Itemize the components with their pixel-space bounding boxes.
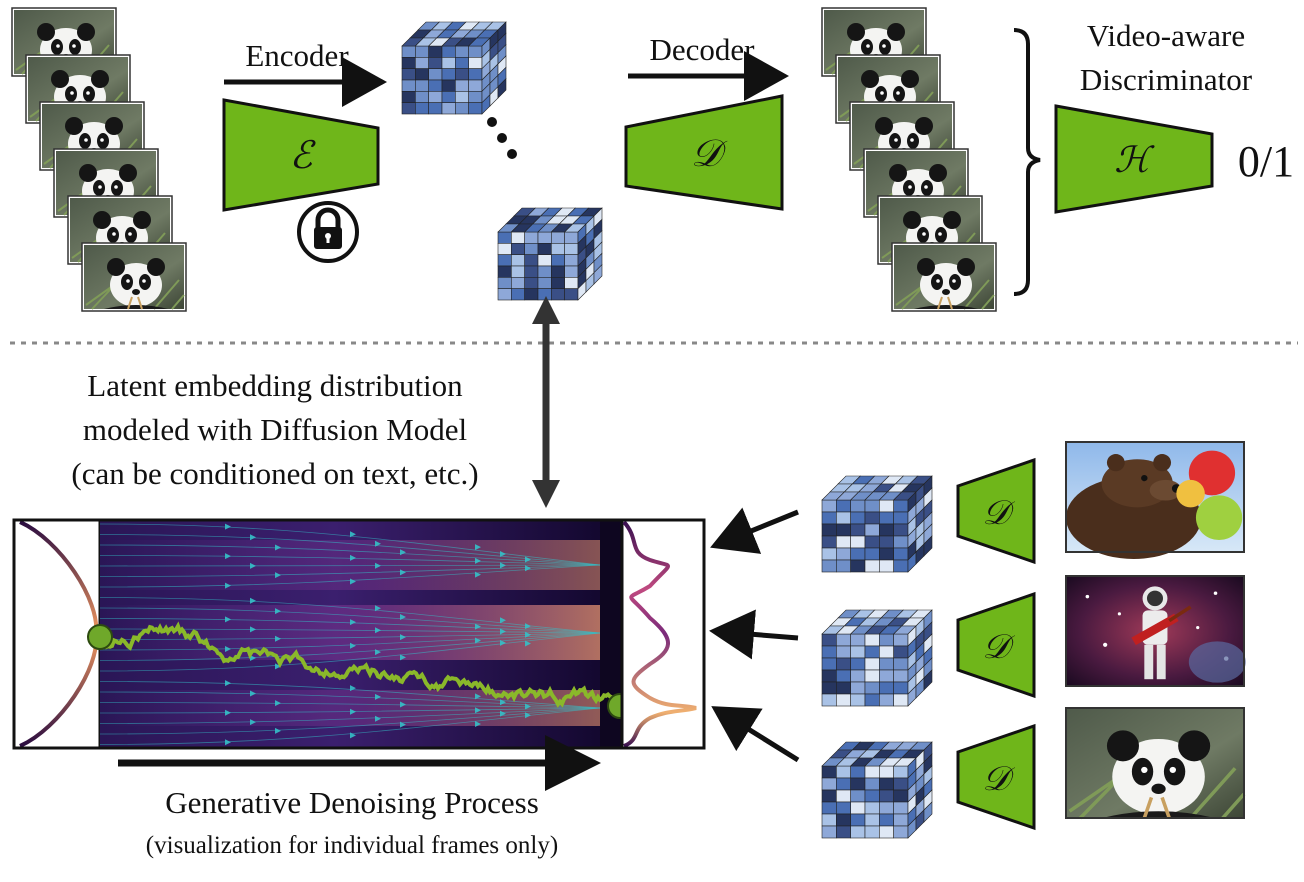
streamline bbox=[99, 607, 601, 634]
diffusion-visualization bbox=[12, 518, 706, 750]
streamline bbox=[99, 618, 601, 634]
reconstructed-frame bbox=[891, 242, 997, 312]
streamline bbox=[99, 555, 601, 566]
data-distribution-curve bbox=[622, 520, 697, 748]
streamline bbox=[99, 523, 601, 566]
latent-description-line3: (can be conditioned on text, etc.) bbox=[71, 456, 478, 491]
flow-streamlines bbox=[99, 523, 601, 746]
decoder-label: Decoder bbox=[650, 32, 756, 67]
sample-row-bear-with-balloons: 𝒟 bbox=[710, 441, 1245, 573]
sample-latent-cube bbox=[821, 741, 933, 839]
latent-double-arrow bbox=[532, 296, 560, 508]
reconstructed-video-frames bbox=[821, 7, 997, 312]
lock-icon bbox=[297, 201, 359, 263]
sample-decoder: 𝒟 bbox=[956, 591, 1036, 699]
streamline bbox=[99, 632, 601, 651]
process-title: Generative Denoising Process bbox=[165, 785, 539, 820]
sample-decoder: 𝒟 bbox=[956, 457, 1036, 565]
ellipsis-dots bbox=[487, 117, 517, 159]
discriminator-output: 0/1 bbox=[1238, 137, 1294, 186]
streamline bbox=[99, 707, 601, 735]
latent-description-line2: modeled with Diffusion Model bbox=[83, 412, 467, 447]
sample-latent-cube bbox=[821, 609, 933, 707]
encoder-network: ℰ bbox=[222, 98, 380, 212]
decoder-network: 𝒟 bbox=[624, 94, 784, 211]
latent-cube-top bbox=[401, 21, 507, 115]
discriminator-network: ℋ bbox=[1054, 104, 1214, 214]
sample-row-astronaut-with-guitar: 𝒟 bbox=[709, 576, 1246, 707]
process-subtitle: (visualization for individual frames onl… bbox=[146, 832, 558, 859]
latent-description-line1: Latent embedding distribution bbox=[87, 368, 463, 403]
sample-latent-cube bbox=[821, 475, 933, 573]
sample-image-panda-eating-bamboo bbox=[1064, 706, 1246, 820]
latent-cube-bottom bbox=[497, 207, 603, 301]
streamline bbox=[99, 544, 601, 566]
discriminator-label-line2: Discriminator bbox=[1080, 62, 1253, 97]
streamline bbox=[99, 707, 601, 724]
sample-row-panda-eating-bamboo: 𝒟 bbox=[711, 706, 1246, 839]
streamline bbox=[99, 564, 601, 567]
input-video-frames bbox=[11, 7, 187, 312]
input-frame bbox=[81, 242, 187, 312]
discriminator-symbol: ℋ bbox=[1114, 140, 1155, 181]
sample-image-astronaut-with-guitar bbox=[1066, 576, 1246, 686]
sample-decoder: 𝒟 bbox=[956, 723, 1036, 831]
streamline bbox=[99, 691, 601, 709]
streamline bbox=[99, 564, 601, 588]
trajectory-start-point bbox=[87, 624, 113, 650]
streamline bbox=[99, 632, 601, 672]
sample-rows: 𝒟𝒟𝒟 bbox=[709, 441, 1246, 839]
denoising-trajectory bbox=[98, 621, 622, 708]
frames-bracket bbox=[1013, 28, 1041, 296]
streamline bbox=[99, 707, 601, 714]
streamline bbox=[99, 632, 601, 661]
encoder-symbol: ℰ bbox=[289, 133, 316, 177]
streamline bbox=[99, 681, 601, 709]
encoder-label: Encoder bbox=[245, 38, 349, 73]
prior-density-panel bbox=[12, 518, 102, 750]
discriminator-label-line1: Video-aware bbox=[1087, 18, 1245, 53]
streamline bbox=[99, 707, 601, 745]
sample-image-bear-with-balloons bbox=[1066, 442, 1244, 559]
